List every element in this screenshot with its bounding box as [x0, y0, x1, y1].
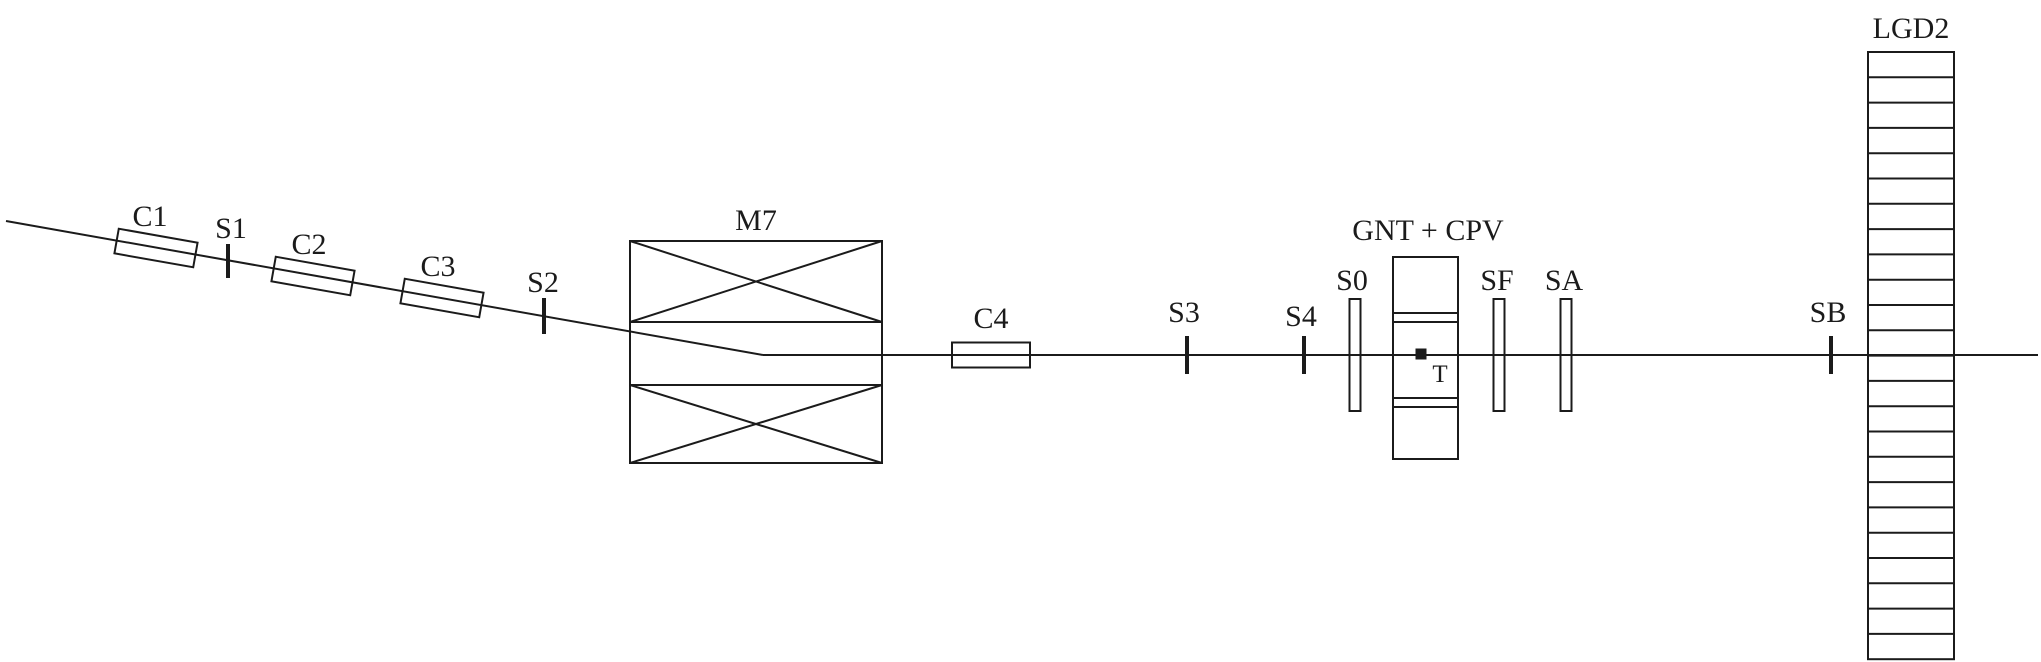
counter-sf — [1492, 298, 1506, 412]
counter-sa-label: SA — [1545, 264, 1584, 297]
counter-sf-label: SF — [1480, 264, 1513, 297]
collimator-c4-label: C4 — [973, 302, 1008, 335]
collimator-c2 — [270, 255, 356, 297]
counter-s4-label: S4 — [1285, 300, 1317, 333]
beam-line-incoming — [5, 220, 764, 356]
counter-s1-label: S1 — [215, 212, 247, 245]
detector-gnt-cpv — [1392, 256, 1459, 460]
counter-sb-label: SB — [1810, 296, 1847, 329]
collimator-c4 — [951, 341, 1031, 369]
target-t-label: T — [1432, 361, 1447, 388]
detector-gnt-cpv-label: GNT + CPV — [1352, 214, 1504, 247]
collimator-c3 — [399, 277, 485, 319]
magnet-m7 — [629, 240, 883, 464]
detector-lgd2-label: LGD2 — [1873, 12, 1950, 45]
counter-s0 — [1348, 298, 1362, 412]
counter-s0-label: S0 — [1336, 264, 1368, 297]
magnet-m7-diagonal-b-0 — [629, 240, 883, 323]
target-t — [1415, 348, 1427, 360]
collimator-c2-label: C2 — [291, 228, 326, 261]
collimator-c1-label: C1 — [132, 200, 167, 233]
collimator-c3-label: C3 — [420, 250, 455, 283]
magnet-m7-diagonal-b-1 — [629, 384, 883, 464]
counter-s2-label: S2 — [527, 266, 559, 299]
collimator-c1 — [113, 227, 199, 269]
counter-s3-label: S3 — [1168, 296, 1200, 329]
counter-sa — [1559, 298, 1573, 412]
magnet-m7-label: M7 — [735, 204, 777, 237]
